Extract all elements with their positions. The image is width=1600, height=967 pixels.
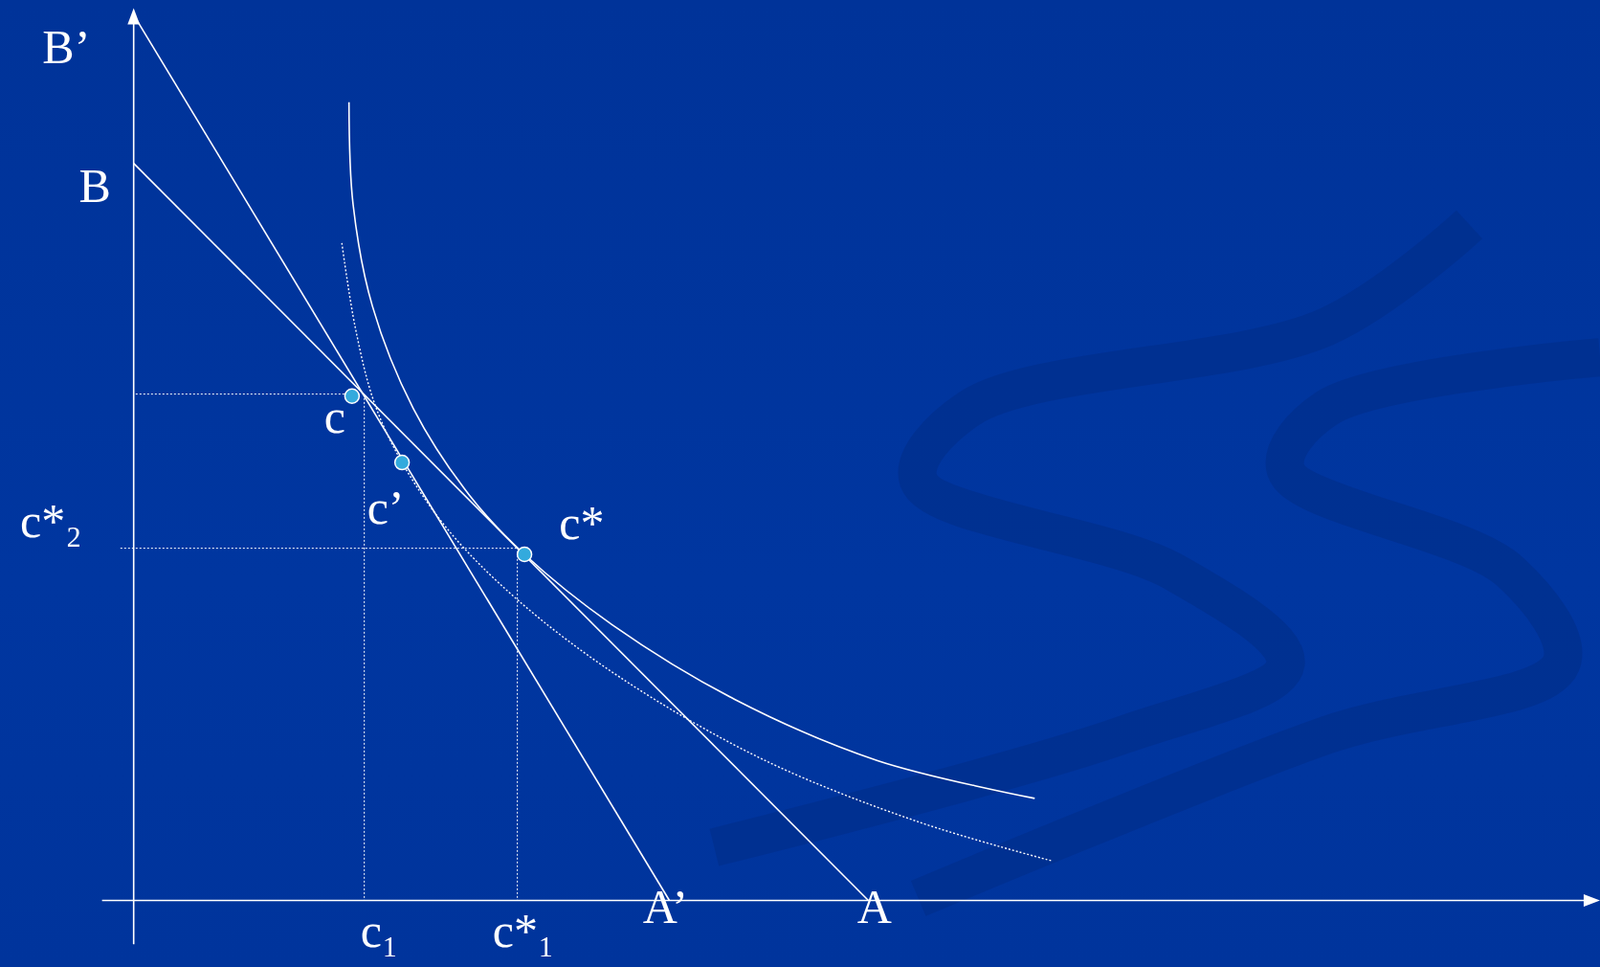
point-label: c [324, 392, 346, 441]
point-marker [517, 547, 533, 562]
guide-line [363, 398, 365, 901]
watermark [713, 224, 1600, 899]
watermark-swoosh [713, 224, 1469, 847]
axis-label: B’ [42, 22, 90, 71]
axis-value: c₁ [360, 906, 400, 955]
point-label: c’ [367, 483, 405, 532]
x-axis [102, 899, 1595, 902]
axis-label: A’ [643, 882, 689, 931]
y-axis [133, 14, 135, 944]
point-marker [395, 455, 410, 470]
axis-arrowhead [1583, 893, 1600, 907]
point-label: c* [558, 498, 604, 547]
indifference-curve [349, 102, 1036, 799]
axis-label: A [857, 882, 892, 931]
axis-label: B [78, 161, 111, 210]
watermark-swoosh [918, 356, 1600, 898]
point-marker [344, 388, 359, 403]
axis-value: c*₁ [492, 906, 556, 955]
guide-line [120, 547, 518, 549]
guide-line [516, 551, 518, 901]
axis-arrowhead [127, 8, 140, 25]
indifference-curve-dotted [341, 243, 1051, 861]
guide-line [135, 393, 353, 395]
budget-line [135, 18, 670, 900]
axis-value: c*₂ [20, 496, 83, 545]
